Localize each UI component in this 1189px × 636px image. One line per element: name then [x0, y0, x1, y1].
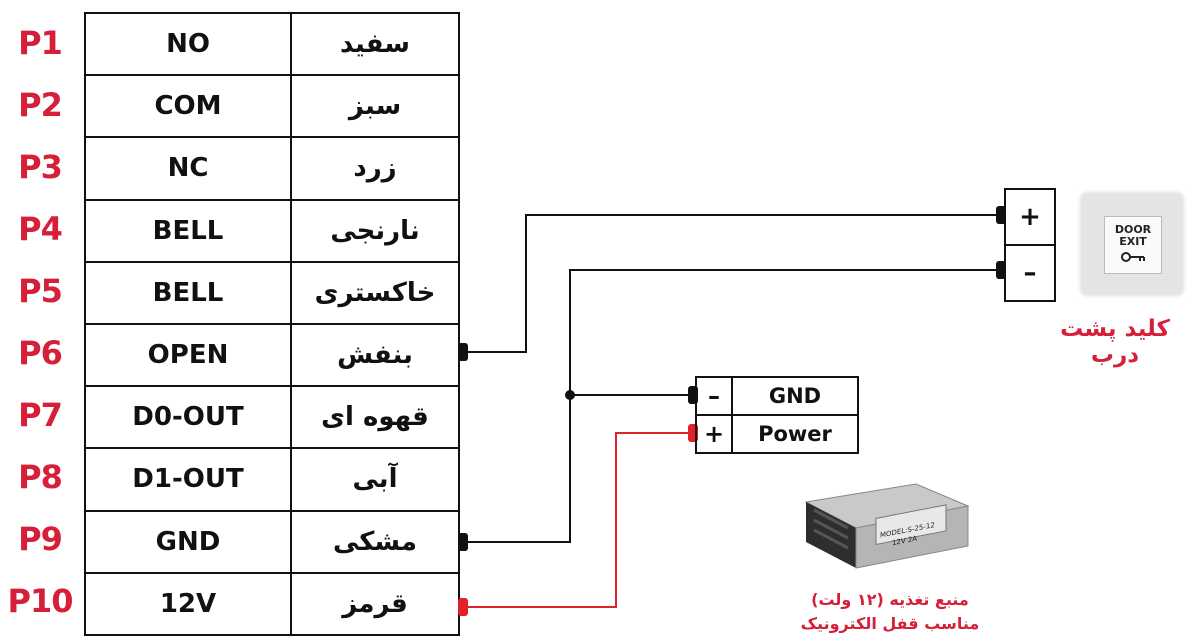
signal-cell: BELL — [84, 260, 292, 325]
power-supply-image: MODEL:S-25-12 12V 2A — [804, 483, 970, 569]
signal-cell: D0-OUT — [84, 385, 292, 450]
wire-color-cell: زرد — [290, 136, 460, 201]
exit-button-caption: کلید پشت درب — [1060, 316, 1170, 368]
wire-color-cell: آبی — [290, 447, 460, 512]
exit-minus-terminal-label: – — [1004, 244, 1056, 302]
pin-label: P7 — [18, 396, 63, 434]
psu-gnd-label: GND — [731, 376, 859, 416]
wire-color-cell: سبز — [290, 74, 460, 139]
exit-plus-terminal-label: + — [1004, 188, 1056, 246]
signal-cell: COM — [84, 74, 292, 139]
pin-label: P2 — [18, 86, 63, 124]
power-supply-caption-line1: منبع تغذیه (۱۲ ولت) — [811, 590, 969, 609]
terminal-p10 — [458, 598, 468, 616]
key-icon — [1121, 252, 1145, 262]
power-supply-caption: منبع تغذیه (۱۲ ولت) مناسب قفل الکترونیک — [780, 588, 1000, 636]
terminal-p6 — [458, 343, 468, 361]
door-exit-button-face: DOOR EXIT — [1104, 216, 1162, 274]
exit-button-terminals: + – — [1004, 188, 1056, 302]
psu-minus-label: – — [695, 376, 733, 416]
wire-color-cell: قهوه ای — [290, 385, 460, 450]
signal-cell: D1-OUT — [84, 447, 292, 512]
door-exit-text-line1: DOOR — [1114, 223, 1152, 236]
signal-cell: BELL — [84, 198, 292, 263]
wire-color-cell: خاکستری — [290, 260, 460, 325]
power-supply-caption-line2: مناسب قفل الکترونیک — [800, 614, 980, 633]
wire-color-cell: بنفش — [290, 322, 460, 388]
wire-color-cell: مشکی — [290, 509, 460, 574]
wire-color-cell: سفید — [290, 11, 460, 77]
pin-label: P10 — [7, 582, 74, 620]
door-exit-text-line2: EXIT — [1119, 235, 1147, 248]
pin-label: P1 — [18, 24, 63, 62]
pin-label: P4 — [18, 210, 63, 248]
psu-plus-label: + — [695, 414, 733, 454]
terminal-exit-plus — [996, 206, 1006, 224]
pin-label: P8 — [18, 458, 63, 496]
wire-open-to-exit-plus — [466, 214, 1000, 353]
signal-cell: GND — [84, 509, 292, 574]
pin-label: P5 — [18, 272, 63, 310]
pin-label: P6 — [18, 334, 63, 372]
wire-junction — [565, 390, 575, 400]
wire-gnd-to-exit-minus — [466, 269, 1000, 543]
wire-color-cell: قرمز — [290, 571, 460, 636]
signal-cell: 12V — [84, 571, 292, 636]
pin-label: P3 — [18, 148, 63, 186]
terminal-p9 — [458, 533, 468, 551]
door-exit-button-image: DOOR EXIT — [1082, 194, 1182, 294]
terminal-exit-minus — [996, 261, 1006, 279]
wire-12v-to-psu-plus — [466, 432, 694, 608]
power-supply-terminals: – GND + Power — [695, 376, 859, 454]
signal-cell: NO — [84, 11, 292, 77]
wire-color-cell: نارنجی — [290, 198, 460, 263]
signal-cell: NC — [84, 136, 292, 201]
signal-cell: OPEN — [84, 322, 292, 388]
pin-label: P9 — [18, 520, 63, 558]
psu-power-label: Power — [731, 414, 859, 454]
